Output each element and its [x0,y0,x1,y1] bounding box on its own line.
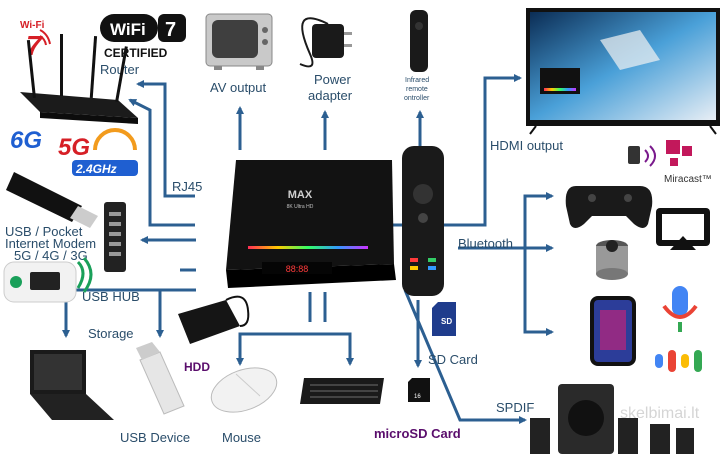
sd-card-image: SD [432,302,456,336]
svg-text:CERTIFIED: CERTIFIED [104,46,168,60]
usb-modem-label-1: USB / Pocket [5,224,83,239]
av-output-label: AV output [210,80,267,95]
microsd-card-image: 16 [408,378,430,402]
usb-device-label: USB Device [120,430,190,445]
crt-tv-image [205,13,273,70]
wireless-band-badges: 6G 5G 2.4GHz [10,127,138,176]
svg-text:5G: 5G [58,134,90,161]
usb-hub-image [104,202,126,272]
smartphone-image [590,296,636,366]
spdif-label: SPDIF [496,400,534,415]
hdd-label: HDD [184,360,210,374]
bluetooth-label: Bluetooth [458,236,513,251]
usb-stick-image [136,342,185,415]
power-adapter-image [299,17,352,68]
miracast-icon [628,140,692,167]
tv-box-sub: 8K Ultra HD [287,204,314,210]
usb-modem-label-2: Internet Modem [5,236,96,251]
microsd-card-label: microSD Card [374,426,461,441]
pocket-wifi-image [3,257,93,303]
power-label-2: adapter [308,88,353,103]
tv-box-image: MAX 8K Ultra HD 88:88 [226,160,396,288]
ir-remote-label-2: remote [406,86,428,93]
router-image [20,34,138,124]
storage-label: Storage [88,326,134,341]
mouse-image [210,367,278,413]
svg-text:Wi-Fi: Wi-Fi [20,20,45,31]
sd-card-label: SD Card [428,352,478,367]
airplay-icon [656,208,710,250]
usb-modem-dongle [6,172,98,228]
svg-text:WiFi: WiFi [110,20,146,39]
wifi7-certified-badge: WiFi 7 CERTIFIED [100,14,186,60]
tv-box-brand: MAX [288,189,313,201]
wifi-small-logo: Wi-Fi 7 [20,20,51,61]
tv-box-clock: 88:88 [286,264,309,274]
svg-text:6G: 6G [10,127,42,154]
google-assistant-dots [655,350,702,372]
usb-hub-label: USB HUB [82,289,140,304]
power-label-1: Power [314,72,352,87]
laptop-image [30,350,114,420]
watermark-text: skelbimai.lt [620,405,700,422]
keyboard-image [300,378,384,404]
gamepad-image [565,186,653,228]
ir-remote-label-1: Infrared [405,77,429,84]
voice-mic-icon [662,286,698,332]
mouse-label: Mouse [222,430,261,445]
svg-text:2.4GHz: 2.4GHz [75,162,117,176]
sound-system-image [530,384,694,454]
ir-remote-label-3: ontroller [404,95,430,102]
flat-tv-image [526,8,720,135]
miracast-label: Miracast™ [664,174,712,185]
bluetooth-speaker-image [596,240,628,280]
ir-remote-image [410,10,428,72]
voice-remote-image [402,146,444,296]
usb-modem-label-3: 5G / 4G / 3G [14,248,88,263]
svg-text:SD: SD [441,317,452,326]
svg-text:16: 16 [414,394,421,400]
rj45-label: RJ45 [172,179,202,194]
svg-text:7: 7 [165,19,176,41]
router-label: Router [100,62,140,77]
hdmi-output-label: HDMI output [490,138,563,153]
hdd-image [178,295,250,344]
